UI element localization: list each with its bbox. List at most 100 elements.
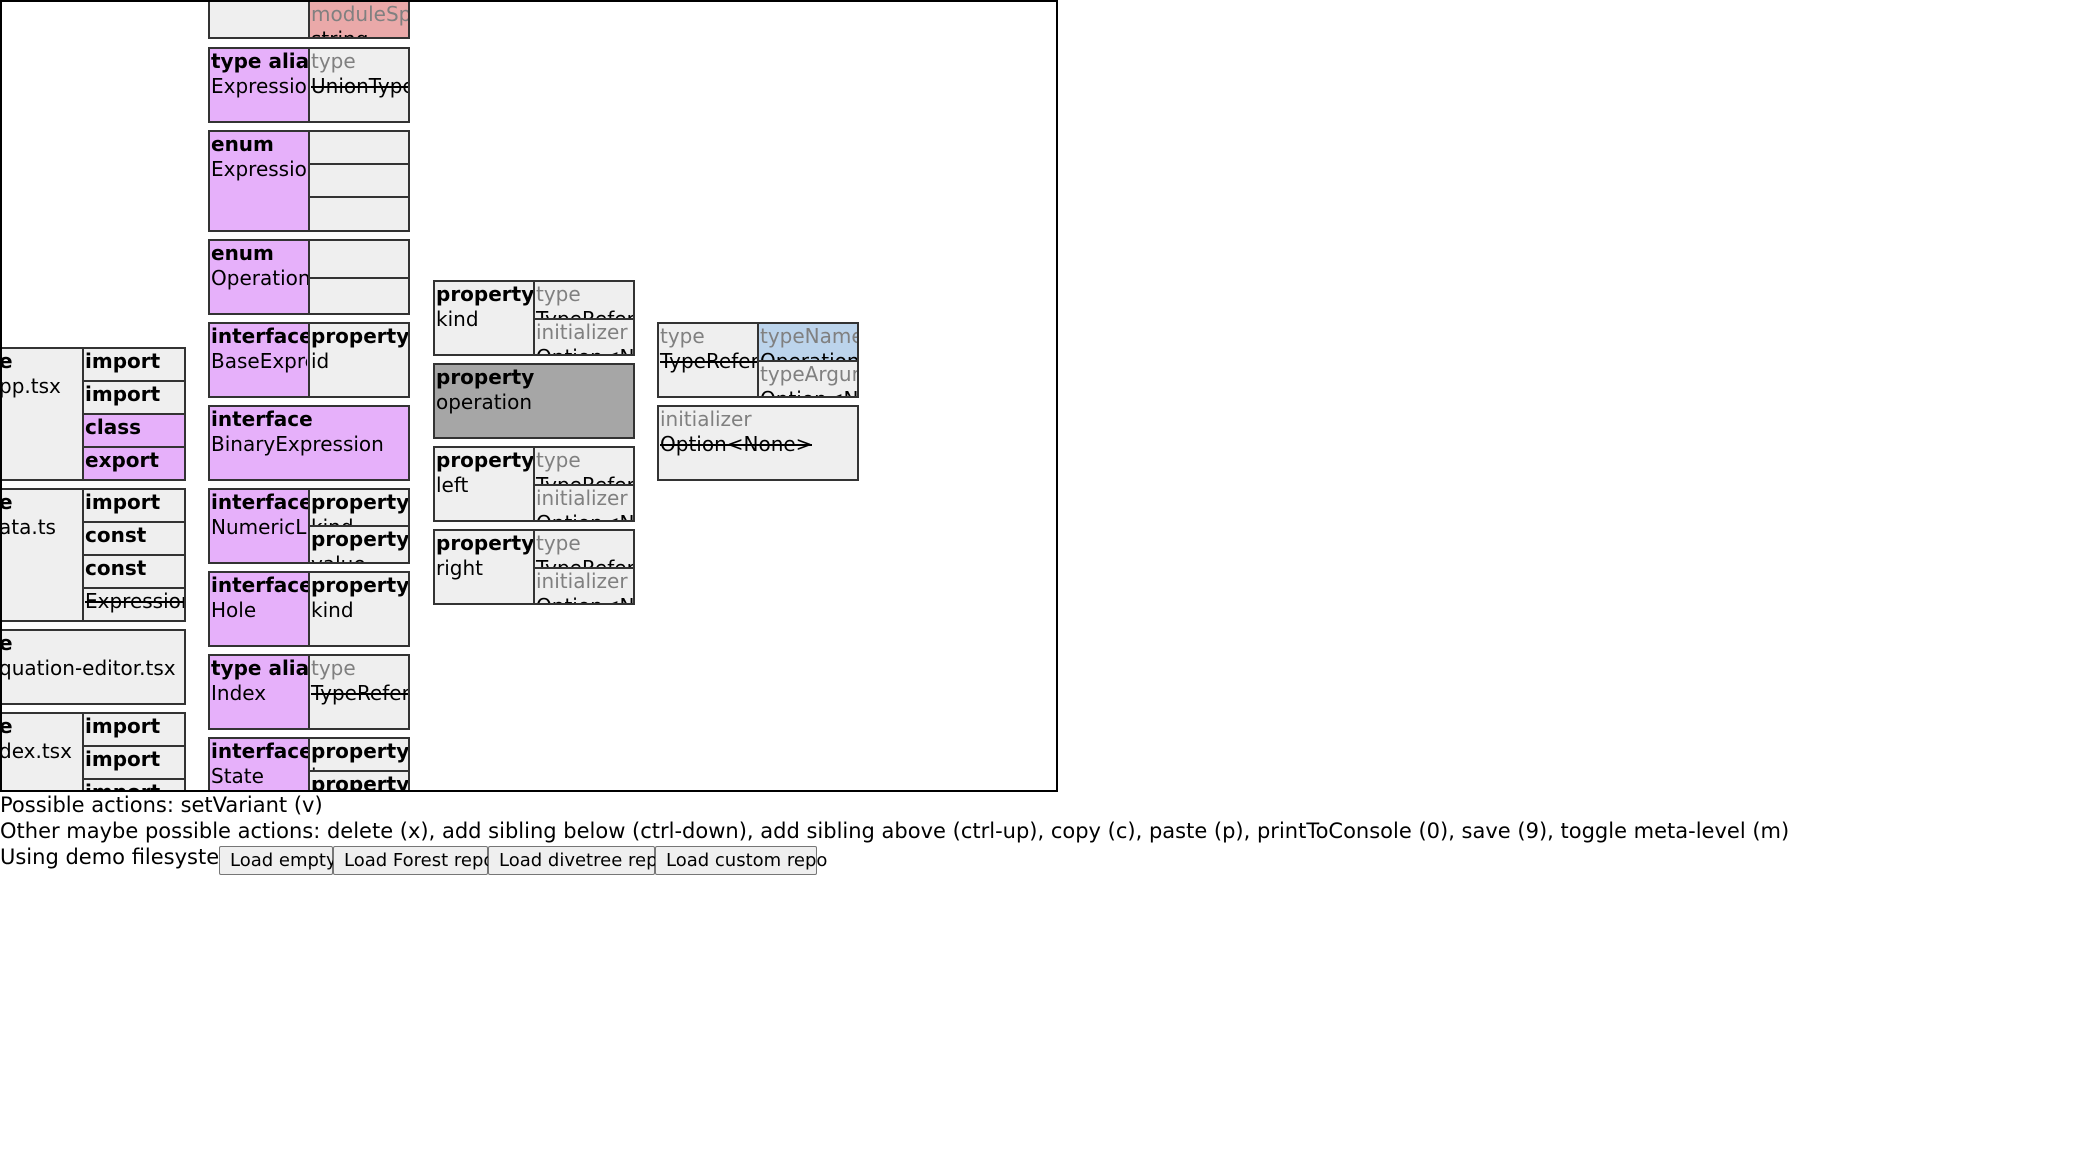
top-cut-node[interactable] [208,2,310,39]
kind-type-node[interactable]: type TypeReference [533,280,635,320]
numeric-literal-interface[interactable]: interface NumericLiteral [208,488,310,564]
index-type-alias[interactable]: type alias Index [208,654,310,730]
operation-type-node[interactable]: type TypeReference [657,322,759,398]
node-value: TypeReference [660,349,758,373]
node-kind: property [436,448,535,472]
expression-type-alias[interactable]: type alias Expression [208,47,310,123]
left-type-node[interactable]: type TypeReference [533,446,635,486]
file-kind-label: e [0,490,13,514]
node-name: kind [311,598,354,622]
type-name-node[interactable]: typeName Operation [757,322,859,362]
node-name: i [310,764,317,770]
node-kind: type alias [211,49,310,73]
hole-kind-property[interactable]: property kind [308,571,410,647]
node-label: const [85,523,147,547]
node-kind: property [436,365,535,389]
node-label: typeArguments [760,362,857,386]
node-kind: property [311,573,410,597]
operation-initializer-node[interactable]: initializer Option<None> [657,405,859,481]
node-label: moduleSpe [311,2,408,26]
expression-union-type[interactable]: type UnionType [308,47,410,123]
node-name: value [311,552,366,564]
file-name-label: pp.tsx [0,374,61,398]
module-specifier-node[interactable]: moduleSpe string [308,2,410,39]
right-property-node[interactable]: property right [433,529,535,605]
type-arguments-node[interactable]: typeArguments Option<None> [757,360,859,398]
index-import-1[interactable]: import [82,712,186,747]
node-kind: interface [211,407,313,431]
filesystem-row: Using demo filesystem Load empty Load Fo… [0,845,1100,877]
node-value: TypeReference [311,681,410,705]
app-export[interactable]: export [82,446,186,481]
operation-member-1[interactable] [308,239,410,279]
node-label: type [536,531,581,555]
node-kind: property [311,772,410,792]
node-name: State [211,764,264,788]
index-import-3[interactable]: import [82,778,186,790]
data-const-1[interactable]: const [82,521,186,556]
node-label: type [311,49,356,73]
file-name-label: ata.ts [0,515,56,539]
right-initializer-node[interactable]: initializer Option<None> [533,567,635,605]
node-name: Index [211,681,267,705]
node-label: initializer [536,569,628,593]
base-expression-id-property[interactable]: property id [308,322,410,398]
left-property-node[interactable]: property left [433,446,535,522]
right-type-node[interactable]: type TypeReference [533,529,635,569]
load-divetree-repo-button[interactable]: Load divetree repo [488,846,669,875]
node-kind: property [436,531,535,555]
node-label: class [85,415,142,439]
left-initializer-node[interactable]: initializer Option<None> [533,484,635,522]
state-property-1[interactable]: property i [308,737,410,772]
index-import-2[interactable]: import [82,745,186,780]
node-kind: property [436,282,535,306]
file-equation-editor-node[interactable]: e quation-editor.tsx [0,629,186,705]
operation-member-2[interactable] [308,277,410,315]
state-property-2[interactable]: property [308,770,410,792]
file-kind-label: e [0,714,13,738]
node-label: type [536,448,581,472]
node-kind: property [311,324,410,348]
node-kind: interface [211,573,310,597]
kind-property-node[interactable]: property kind [433,280,535,356]
file-kind-label: e [0,631,13,655]
index-type-reference[interactable]: type TypeReference [308,654,410,730]
operation-enum[interactable]: enum Operation [208,239,310,315]
app-import-2[interactable]: import [82,380,186,415]
expression-enum[interactable]: enum Expression [208,130,310,232]
node-kind: property [311,527,410,551]
app-import-1[interactable]: import [82,347,186,382]
node-name: Hole [211,598,257,622]
base-expression-interface[interactable]: interface BaseExpression [208,322,310,398]
enum-member-3[interactable] [308,196,410,232]
node-label: Expression [85,589,186,613]
node-kind: enum [211,241,274,265]
enum-member-1[interactable] [308,130,410,165]
operation-property-node-selected[interactable]: property operation [433,363,635,439]
state-interface[interactable]: interface State [208,737,310,790]
binary-expression-interface[interactable]: interface BinaryExpression [208,405,410,481]
data-const-2[interactable]: const [82,554,186,589]
node-name: kind [436,307,479,331]
kind-initializer-node[interactable]: initializer Option<None> [533,318,635,356]
enum-member-2[interactable] [308,163,410,198]
numeric-literal-value-property[interactable]: property value [308,525,410,564]
hole-interface[interactable]: interface Hole [208,571,310,647]
tree-editor-viewport[interactable]: e pp.tsx import import class export e at… [0,0,1058,792]
node-name: Operation [211,266,310,290]
node-value: TypeReference [536,556,635,569]
node-name: Expression [211,157,310,181]
data-expression[interactable]: Expression [82,587,186,622]
node-label: type [311,656,356,680]
load-custom-repo-button[interactable]: Load custom repo [655,846,827,875]
node-label: import [85,382,161,406]
node-value: Option<None> [535,511,633,520]
node-name: BaseExpression [211,349,307,373]
load-forest-repo-button[interactable]: Load Forest repo [333,846,494,875]
data-import[interactable]: import [82,488,186,523]
numeric-literal-kind-property[interactable]: property kind [308,488,410,527]
node-name: left [436,473,469,497]
load-empty-button[interactable]: Load empty [219,846,337,875]
node-label: const [85,556,147,580]
app-class[interactable]: class [82,413,186,448]
